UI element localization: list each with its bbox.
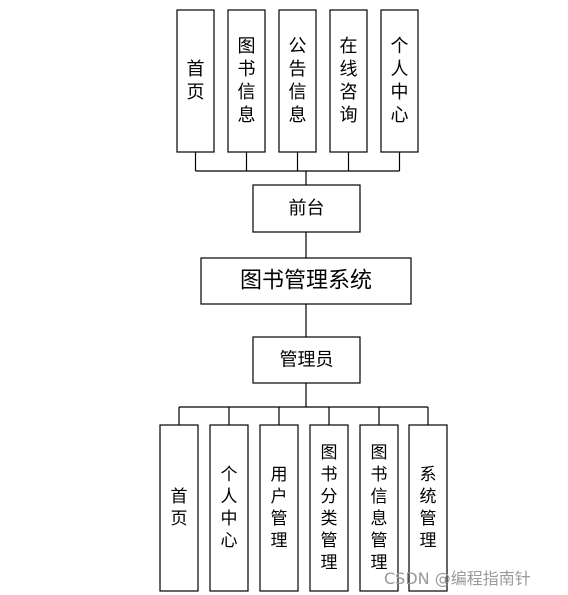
frontend-node: 前台 xyxy=(252,184,361,233)
admin-item-label: 图书分类管理 xyxy=(321,443,338,573)
csdn-watermark: CSDN @编程指南针 xyxy=(384,569,531,588)
admin-item-label: 个人中心 xyxy=(221,465,238,551)
node-box xyxy=(159,424,199,592)
admin-item-label: 系统管理 xyxy=(420,465,437,551)
admin-node-label: 管理员 xyxy=(280,350,334,371)
diagram-nodes: 首页图书信息公告信息在线咨询个人中心前台图书管理系统管理员首页个人中心用户管理图… xyxy=(159,9,448,592)
frontend-item: 首页 xyxy=(176,9,215,153)
admin-item: 图书信息管理 xyxy=(359,424,399,592)
node-box xyxy=(359,424,399,592)
frontend-item-label: 在线咨询 xyxy=(340,36,358,126)
connector-lines xyxy=(178,152,429,425)
node-box xyxy=(200,257,412,305)
node-box xyxy=(227,9,266,153)
frontend-item: 图书信息 xyxy=(227,9,266,153)
frontend-item-label: 公告信息 xyxy=(289,36,307,126)
frontend-item-label: 首页 xyxy=(187,59,205,103)
node-box xyxy=(176,9,215,153)
node-box xyxy=(252,336,361,384)
node-box xyxy=(329,9,368,153)
frontend-item: 个人中心 xyxy=(380,9,419,153)
node-box xyxy=(259,424,299,592)
frontend-item-label: 个人中心 xyxy=(391,36,409,126)
frontend-item: 公告信息 xyxy=(278,9,317,153)
admin-item: 个人中心 xyxy=(209,424,249,592)
admin-item-label: 用户管理 xyxy=(271,465,288,551)
root-node-label: 图书管理系统 xyxy=(240,269,372,294)
frontend-item: 在线咨询 xyxy=(329,9,368,153)
root-node: 图书管理系统 xyxy=(200,257,412,305)
node-box xyxy=(209,424,249,592)
admin-item: 用户管理 xyxy=(259,424,299,592)
node-box xyxy=(278,9,317,153)
admin-item-label: 首页 xyxy=(171,487,188,529)
admin-item: 图书分类管理 xyxy=(309,424,349,592)
node-box xyxy=(408,424,448,592)
node-box xyxy=(252,184,361,233)
frontend-item-label: 图书信息 xyxy=(238,36,256,126)
admin-item: 首页 xyxy=(159,424,199,592)
node-box xyxy=(309,424,349,592)
node-box xyxy=(380,9,419,153)
frontend-node-label: 前台 xyxy=(289,198,325,219)
admin-node: 管理员 xyxy=(252,336,361,384)
admin-item-label: 图书信息管理 xyxy=(371,443,388,573)
admin-item: 系统管理 xyxy=(408,424,448,592)
